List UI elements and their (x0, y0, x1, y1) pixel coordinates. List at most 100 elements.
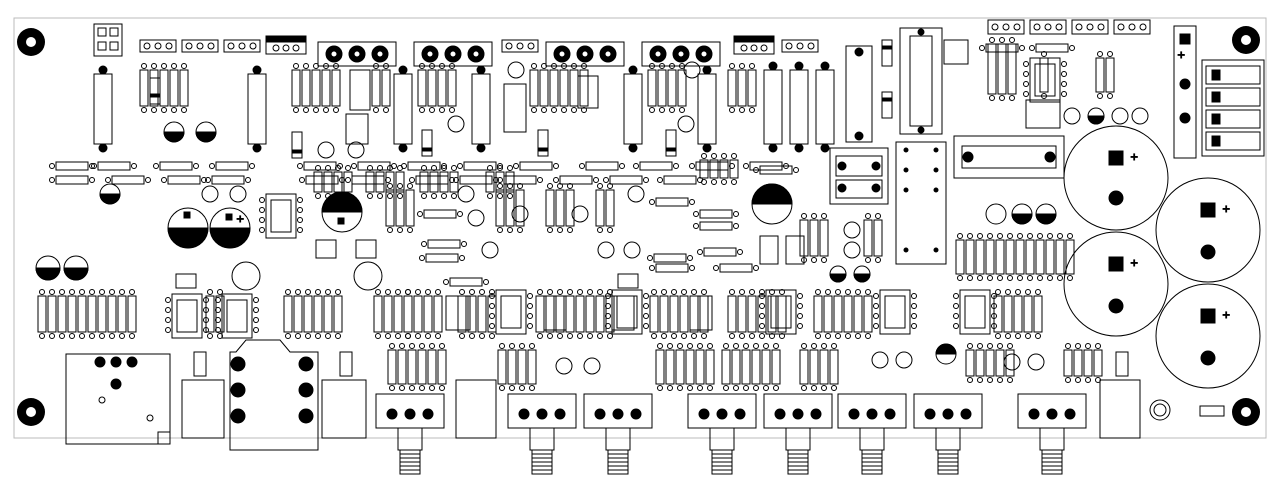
resistor (419, 253, 465, 263)
e-cap (1011, 203, 1033, 225)
resistor (1003, 289, 1013, 339)
e-cap (99, 183, 121, 205)
resistor (139, 63, 149, 113)
resistor (731, 343, 741, 391)
film-cap (393, 65, 413, 153)
resistor (853, 289, 863, 339)
diodes (149, 39, 893, 159)
resistor (497, 175, 543, 185)
resistor (403, 289, 413, 339)
resistor (387, 343, 397, 391)
resistor (1083, 343, 1093, 383)
resistor (437, 343, 447, 391)
ic-sockets (165, 57, 1067, 339)
header-3pin (501, 39, 539, 53)
resistor (323, 289, 333, 339)
resistor (727, 63, 737, 113)
e-cap (163, 121, 185, 143)
e-cap (853, 265, 871, 283)
resistor (439, 165, 449, 199)
resistor (403, 289, 413, 339)
rotary-potentiometer (507, 393, 577, 475)
resistor (603, 175, 649, 185)
resistor (1013, 289, 1023, 339)
regulators (265, 35, 775, 55)
e-cap (195, 121, 217, 143)
resistor (385, 183, 395, 233)
filter-cap: + (1155, 177, 1261, 283)
pot-footprint (317, 41, 397, 67)
resistor (437, 63, 447, 113)
svg-text:+: + (1177, 50, 1185, 61)
resistor (979, 43, 1025, 53)
header-3pin (223, 39, 261, 53)
resistor (311, 63, 321, 113)
resistor (209, 161, 255, 171)
e-cap (985, 203, 1007, 225)
filter-capacitors: + + + + (1063, 125, 1261, 389)
resistor (383, 289, 393, 339)
ic-socket (489, 289, 533, 335)
resistor (975, 343, 985, 383)
resistor (297, 161, 343, 171)
resistor (987, 37, 997, 101)
film-cap (623, 65, 643, 153)
resistor (395, 165, 405, 199)
resistor (737, 63, 747, 113)
resistor (657, 63, 667, 113)
resistor (595, 289, 605, 339)
resistor (565, 183, 575, 233)
resistor (995, 343, 1005, 383)
resistor (515, 183, 525, 233)
relay-small (829, 147, 889, 205)
resistor (713, 263, 759, 273)
resistor (1007, 37, 1017, 101)
resistor (397, 343, 407, 391)
resistor (1105, 51, 1115, 99)
relay (895, 141, 947, 265)
resistor (659, 289, 669, 339)
resistor (427, 343, 437, 391)
ic-socket (953, 289, 997, 335)
film-cap (247, 65, 267, 153)
resistor (1005, 233, 1015, 281)
e-cap (1131, 107, 1149, 125)
jack-xlr (65, 353, 171, 445)
e-cap (751, 183, 793, 225)
resistor (689, 289, 699, 339)
resistor (995, 233, 1005, 281)
resistor (1063, 343, 1073, 383)
resistor (1045, 233, 1055, 281)
trimmer-boxes (175, 39, 1225, 417)
resistor (727, 289, 737, 339)
resistor (1015, 233, 1025, 281)
ic-socket (605, 289, 649, 335)
resistor (559, 63, 569, 113)
svg-text:+: + (1222, 310, 1230, 321)
resistor (447, 63, 457, 113)
resistor (401, 161, 447, 171)
resistor (153, 161, 199, 171)
resistor (535, 289, 545, 339)
resistor (695, 343, 705, 391)
resistor (505, 183, 515, 233)
resistor (647, 253, 693, 263)
fuse-holder-horizontal (953, 135, 1065, 179)
resistor (453, 175, 499, 185)
mounting-holes (17, 26, 1260, 426)
resistor (721, 343, 731, 391)
header-3pin (1029, 19, 1067, 35)
resistor (649, 263, 695, 273)
resistor (823, 289, 833, 339)
resistor (579, 63, 589, 113)
resistor (91, 161, 137, 171)
ic-socket (215, 293, 259, 339)
e-cap (63, 255, 89, 281)
rotary-potentiometer (763, 393, 833, 475)
resistor (729, 153, 739, 185)
e-cap (935, 343, 957, 365)
rotary-potentiometer (375, 393, 445, 475)
resistor (843, 289, 853, 339)
resistor (67, 289, 77, 339)
resistor (829, 343, 839, 391)
